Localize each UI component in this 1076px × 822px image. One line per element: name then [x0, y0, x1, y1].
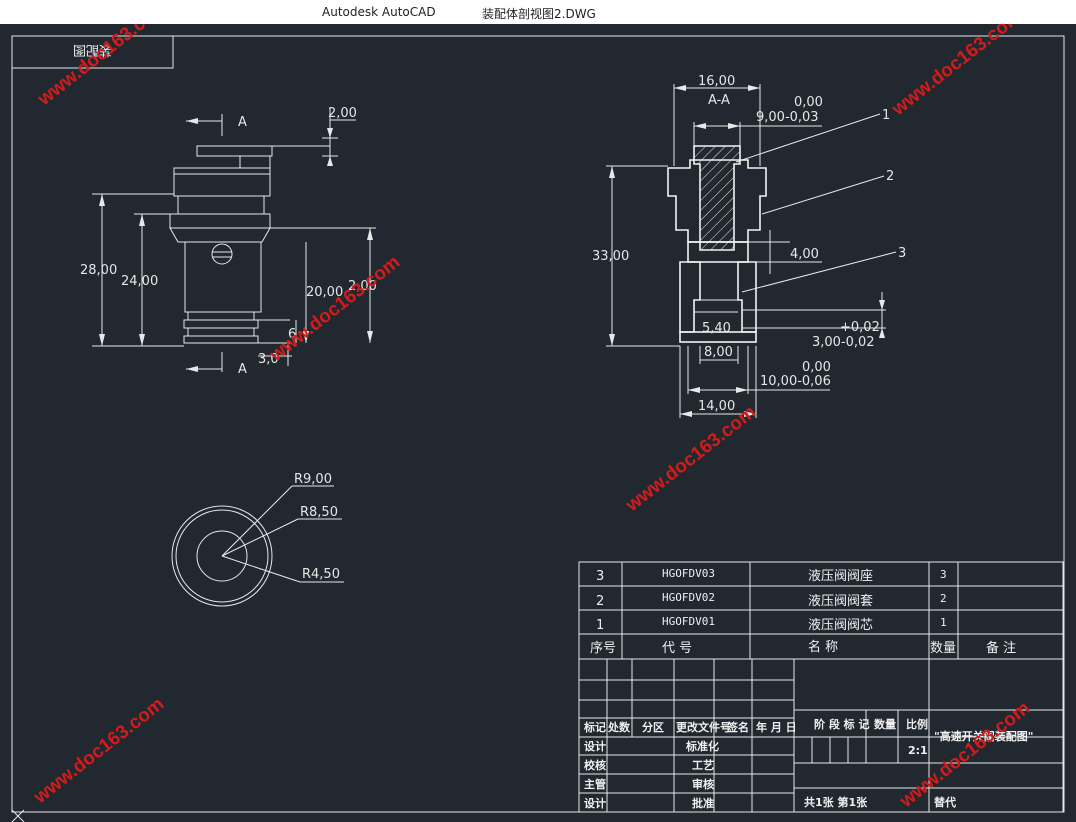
balloon-2: 2	[886, 169, 894, 184]
elevation-view: A A 28,00 24,00 2,00 20,00 6 3,0	[80, 106, 377, 377]
section-mark-top: A	[238, 115, 247, 130]
role-process: 工艺	[692, 758, 714, 772]
section-view: A-A 16,00 0,00 9,00-0,03 33,00	[592, 74, 906, 418]
section-mark-bottom: A	[238, 362, 247, 377]
dim-base-upper: 0,00	[802, 360, 831, 375]
watermark-4: www.doc163.com	[887, 24, 1026, 121]
role-standard: 标准化	[685, 739, 719, 753]
radius-outer: R9,00	[294, 472, 332, 487]
bom-row-1-name: 液压阀阀芯	[808, 618, 873, 633]
bom-row-1-qty: 1	[940, 616, 947, 629]
stage-qty: 数量	[874, 717, 896, 731]
file-name: 装配体剖视图2.DWG	[482, 7, 596, 21]
dim-right-a: 20,00	[306, 285, 343, 300]
bom-row-2-no: 2	[596, 594, 604, 609]
bom-row-3-qty: 3	[940, 568, 947, 581]
top-view: R9,00 R8,50 R4,50	[171, 472, 344, 607]
scale-value: 2:1	[908, 744, 928, 757]
bom-row-1-code: HGOFDV01	[662, 615, 715, 628]
watermark-5: www.doc163.com	[29, 694, 168, 809]
bom-row-1-no: 1	[596, 618, 604, 633]
stage-scale: 比例	[906, 717, 928, 731]
title-block: 3 HGOFDV03 液压阀阀座 3 2 HGOFDV02 液压阀阀套 2 1 …	[578, 561, 1064, 813]
dim-top-step: 2,00	[328, 106, 357, 121]
drawing-canvas[interactable]: 装配图 A A 28,00	[0, 24, 1076, 822]
drawing-border	[11, 35, 1065, 813]
rev-h-sign: 签名	[726, 720, 749, 734]
dim-body: 24,00	[121, 274, 158, 289]
dim-small-b: 3,0	[258, 352, 279, 367]
watermark-3: www.doc163.com	[621, 402, 760, 517]
dim-bore: 5,40	[702, 321, 731, 336]
dim-height: 33,00	[592, 249, 629, 264]
dim-small-a: 6	[288, 327, 296, 342]
bom-header-name: 名 称	[808, 639, 838, 655]
rev-h-date: 年 月 日	[756, 720, 797, 734]
app-name: Autodesk AutoCAD	[322, 5, 436, 19]
watermark-2: www.doc163.com	[265, 252, 404, 367]
bom-row-3-no: 3	[596, 569, 604, 584]
dim-fit-upper: 0,00	[794, 95, 823, 110]
dim-top-width: 16,00	[698, 74, 735, 89]
drawing-title: "高速开关阀装配图"	[934, 729, 1033, 743]
dim-tol-main: 3,00-0,02	[812, 335, 875, 350]
sheet-text: 共1张 第1张	[804, 795, 868, 809]
corner-label-box	[11, 35, 174, 69]
bom-header-qty: 数量	[930, 641, 956, 656]
dim-base-width: 14,00	[698, 399, 735, 414]
balloon-1: 1	[882, 108, 890, 123]
role-check: 校核	[584, 758, 606, 772]
watermark-1: www.doc163.com	[33, 24, 172, 111]
bom-header-code: 代 号	[662, 641, 692, 656]
dim-inner: 8,00	[704, 345, 733, 360]
watermarks: www.doc163.com www.doc163.com www.doc163…	[29, 24, 1034, 813]
balloon-3: 3	[898, 246, 906, 261]
title-bar: Autodesk AutoCAD 装配体剖视图2.DWG	[0, 0, 1076, 24]
bom-row-2-code: HGOFDV02	[662, 591, 715, 604]
bom-row-2-qty: 2	[940, 592, 947, 605]
section-title: A-A	[708, 93, 730, 108]
rev-h-doc: 更改文件号	[676, 720, 731, 734]
dim-right-b: 2,00	[348, 279, 377, 294]
replace-label: 替代	[934, 795, 956, 809]
bom-header-remark: 备 注	[986, 640, 1016, 656]
bom-header-no: 序号	[590, 641, 616, 656]
bom-row-2-name: 液压阀阀套	[808, 593, 873, 609]
dim-fit-main: 9,00-0,03	[756, 110, 819, 125]
role-design-2: 设计	[584, 796, 606, 810]
rev-h-zone: 分区	[642, 720, 664, 734]
dim-overall: 28,00	[80, 263, 117, 278]
role-review: 审核	[692, 777, 714, 791]
radius-inner: R4,50	[302, 567, 340, 582]
dim-step: 4,00	[790, 247, 819, 262]
rev-h-mark: 标记	[583, 720, 606, 734]
dim-tol-upper: +0,02	[840, 320, 880, 335]
bom-row-3-code: HGOFDV03	[662, 567, 715, 580]
corner-label: 装配图	[73, 42, 112, 57]
stage-mark: 阶 段 标 记	[814, 717, 870, 731]
radius-mid: R8,50	[300, 505, 338, 520]
rev-h-count: 处数	[607, 720, 631, 734]
role-approve: 批准	[692, 796, 714, 810]
role-design: 设计	[584, 739, 606, 753]
dim-base-main: 10,00-0,06	[760, 374, 831, 389]
role-chief: 主管	[584, 777, 606, 791]
bom-row-3-name: 液压阀阀座	[808, 569, 873, 584]
